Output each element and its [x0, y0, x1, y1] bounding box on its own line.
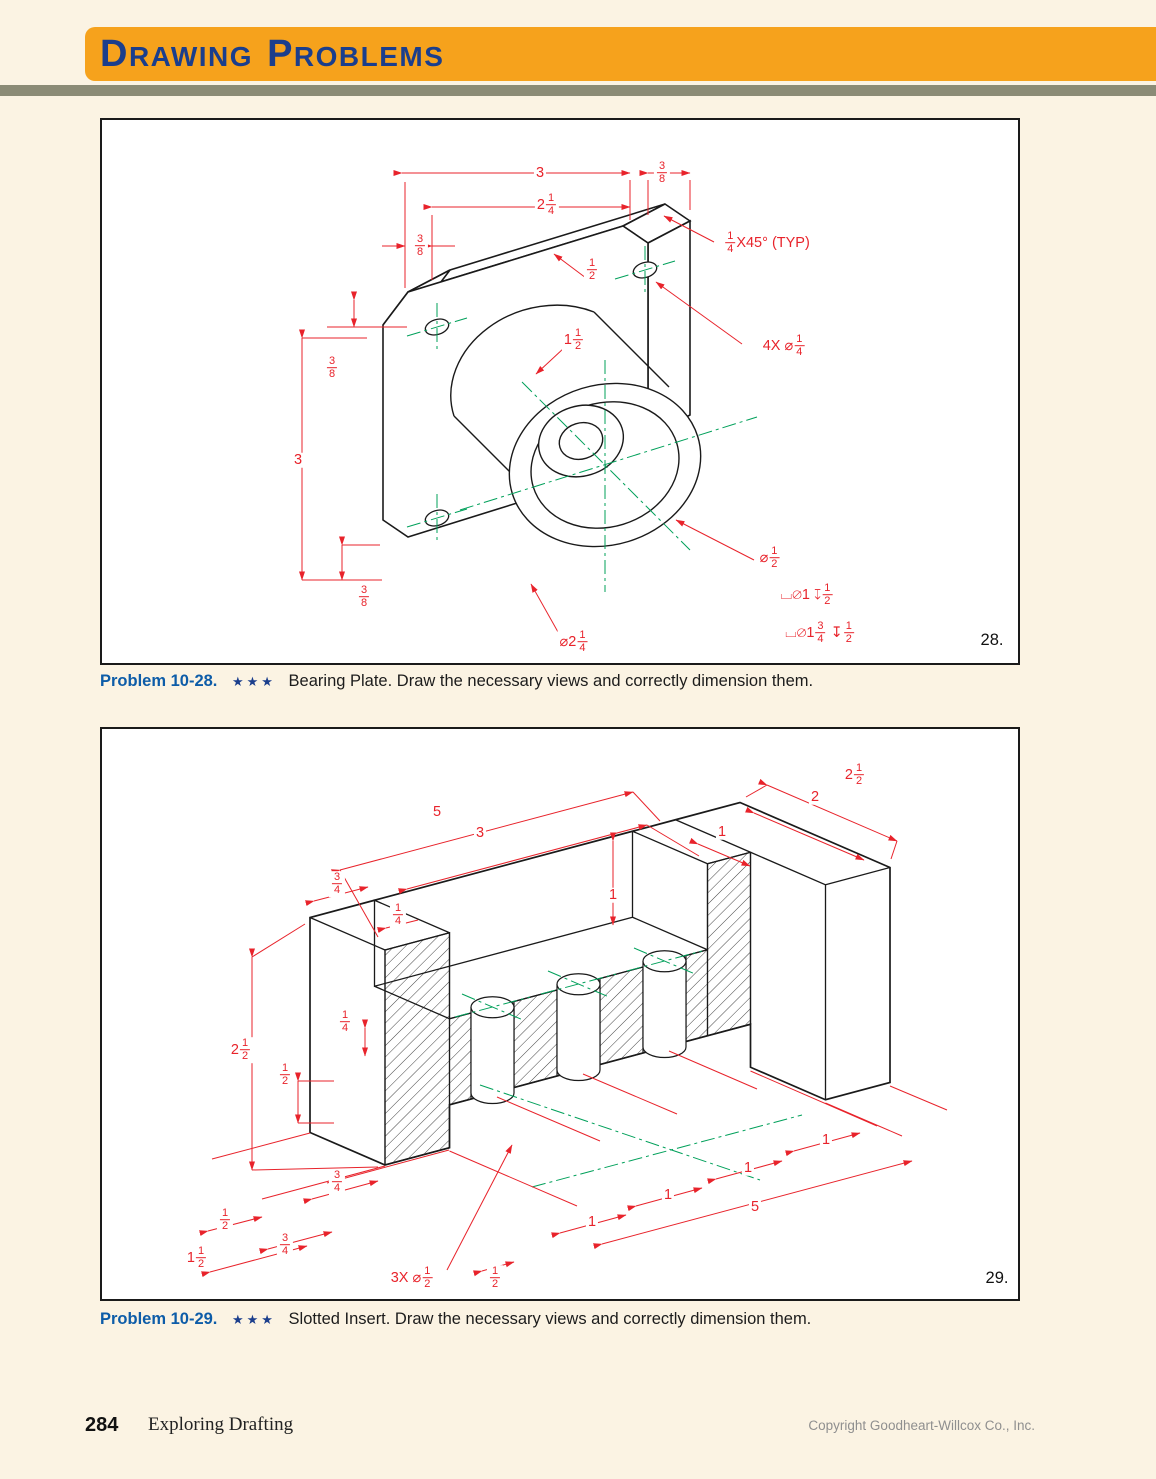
dimension-label: 2: [808, 788, 822, 805]
caption-problem-10-29: Problem 10-29. ★★★ Slotted Insert. Draw …: [100, 1310, 1020, 1329]
title-word1-rest: RAWING: [128, 41, 254, 72]
book-title: Exploring Drafting: [148, 1414, 294, 1435]
header-orange-bar: [85, 27, 1156, 81]
centerlines: [454, 947, 803, 1188]
problem-number: Problem 10-28.: [100, 672, 218, 690]
copyright-notice: Copyright Goodheart-Willcox Co., Inc.: [808, 1418, 1035, 1433]
holes: [470, 950, 687, 1105]
dimension-label: 3: [473, 824, 487, 841]
dimension-label: 1: [661, 1186, 675, 1203]
dimension-label: 1: [606, 886, 620, 903]
caption-problem-10-28: Problem 10-28. ★★★ Bearing Plate. Draw t…: [100, 672, 1020, 691]
dimension-label: 3: [291, 451, 305, 468]
dimension-label: 1: [585, 1213, 599, 1230]
dimension-label: 1: [715, 823, 729, 840]
title-word2-rest: ROBLEMS: [293, 41, 445, 72]
slotted-insert-svg: [199, 778, 948, 1278]
problem-number: Problem 10-29.: [100, 1310, 218, 1328]
header-gray-band: [0, 85, 1156, 96]
dimension-label: 5: [430, 803, 444, 820]
figure-number: 28.: [980, 630, 1004, 649]
difficulty-stars: ★★★: [231, 1312, 276, 1327]
caption-text: Bearing Plate. Draw the necessary views …: [288, 672, 814, 690]
dimension-label: 5: [748, 1198, 762, 1215]
figure-number: 29.: [985, 1268, 1009, 1287]
difficulty-stars: ★★★: [231, 674, 276, 689]
centerlines: [406, 246, 758, 592]
dimension-label: 1: [819, 1131, 833, 1148]
dimension-label: 1: [741, 1159, 755, 1176]
dimension-label: 3: [533, 164, 547, 181]
page-footer: 284 Exploring Drafting Copyright Goodhea…: [0, 1408, 1156, 1448]
caption-text: Slotted Insert. Draw the necessary views…: [288, 1310, 812, 1328]
page-number: 284: [85, 1414, 119, 1436]
page-title: DRAWING PROBLEMS: [100, 33, 458, 76]
title-word2-cap: P: [267, 33, 294, 75]
title-word1-cap: D: [100, 33, 129, 75]
bearing-plate-svg: [299, 170, 758, 633]
